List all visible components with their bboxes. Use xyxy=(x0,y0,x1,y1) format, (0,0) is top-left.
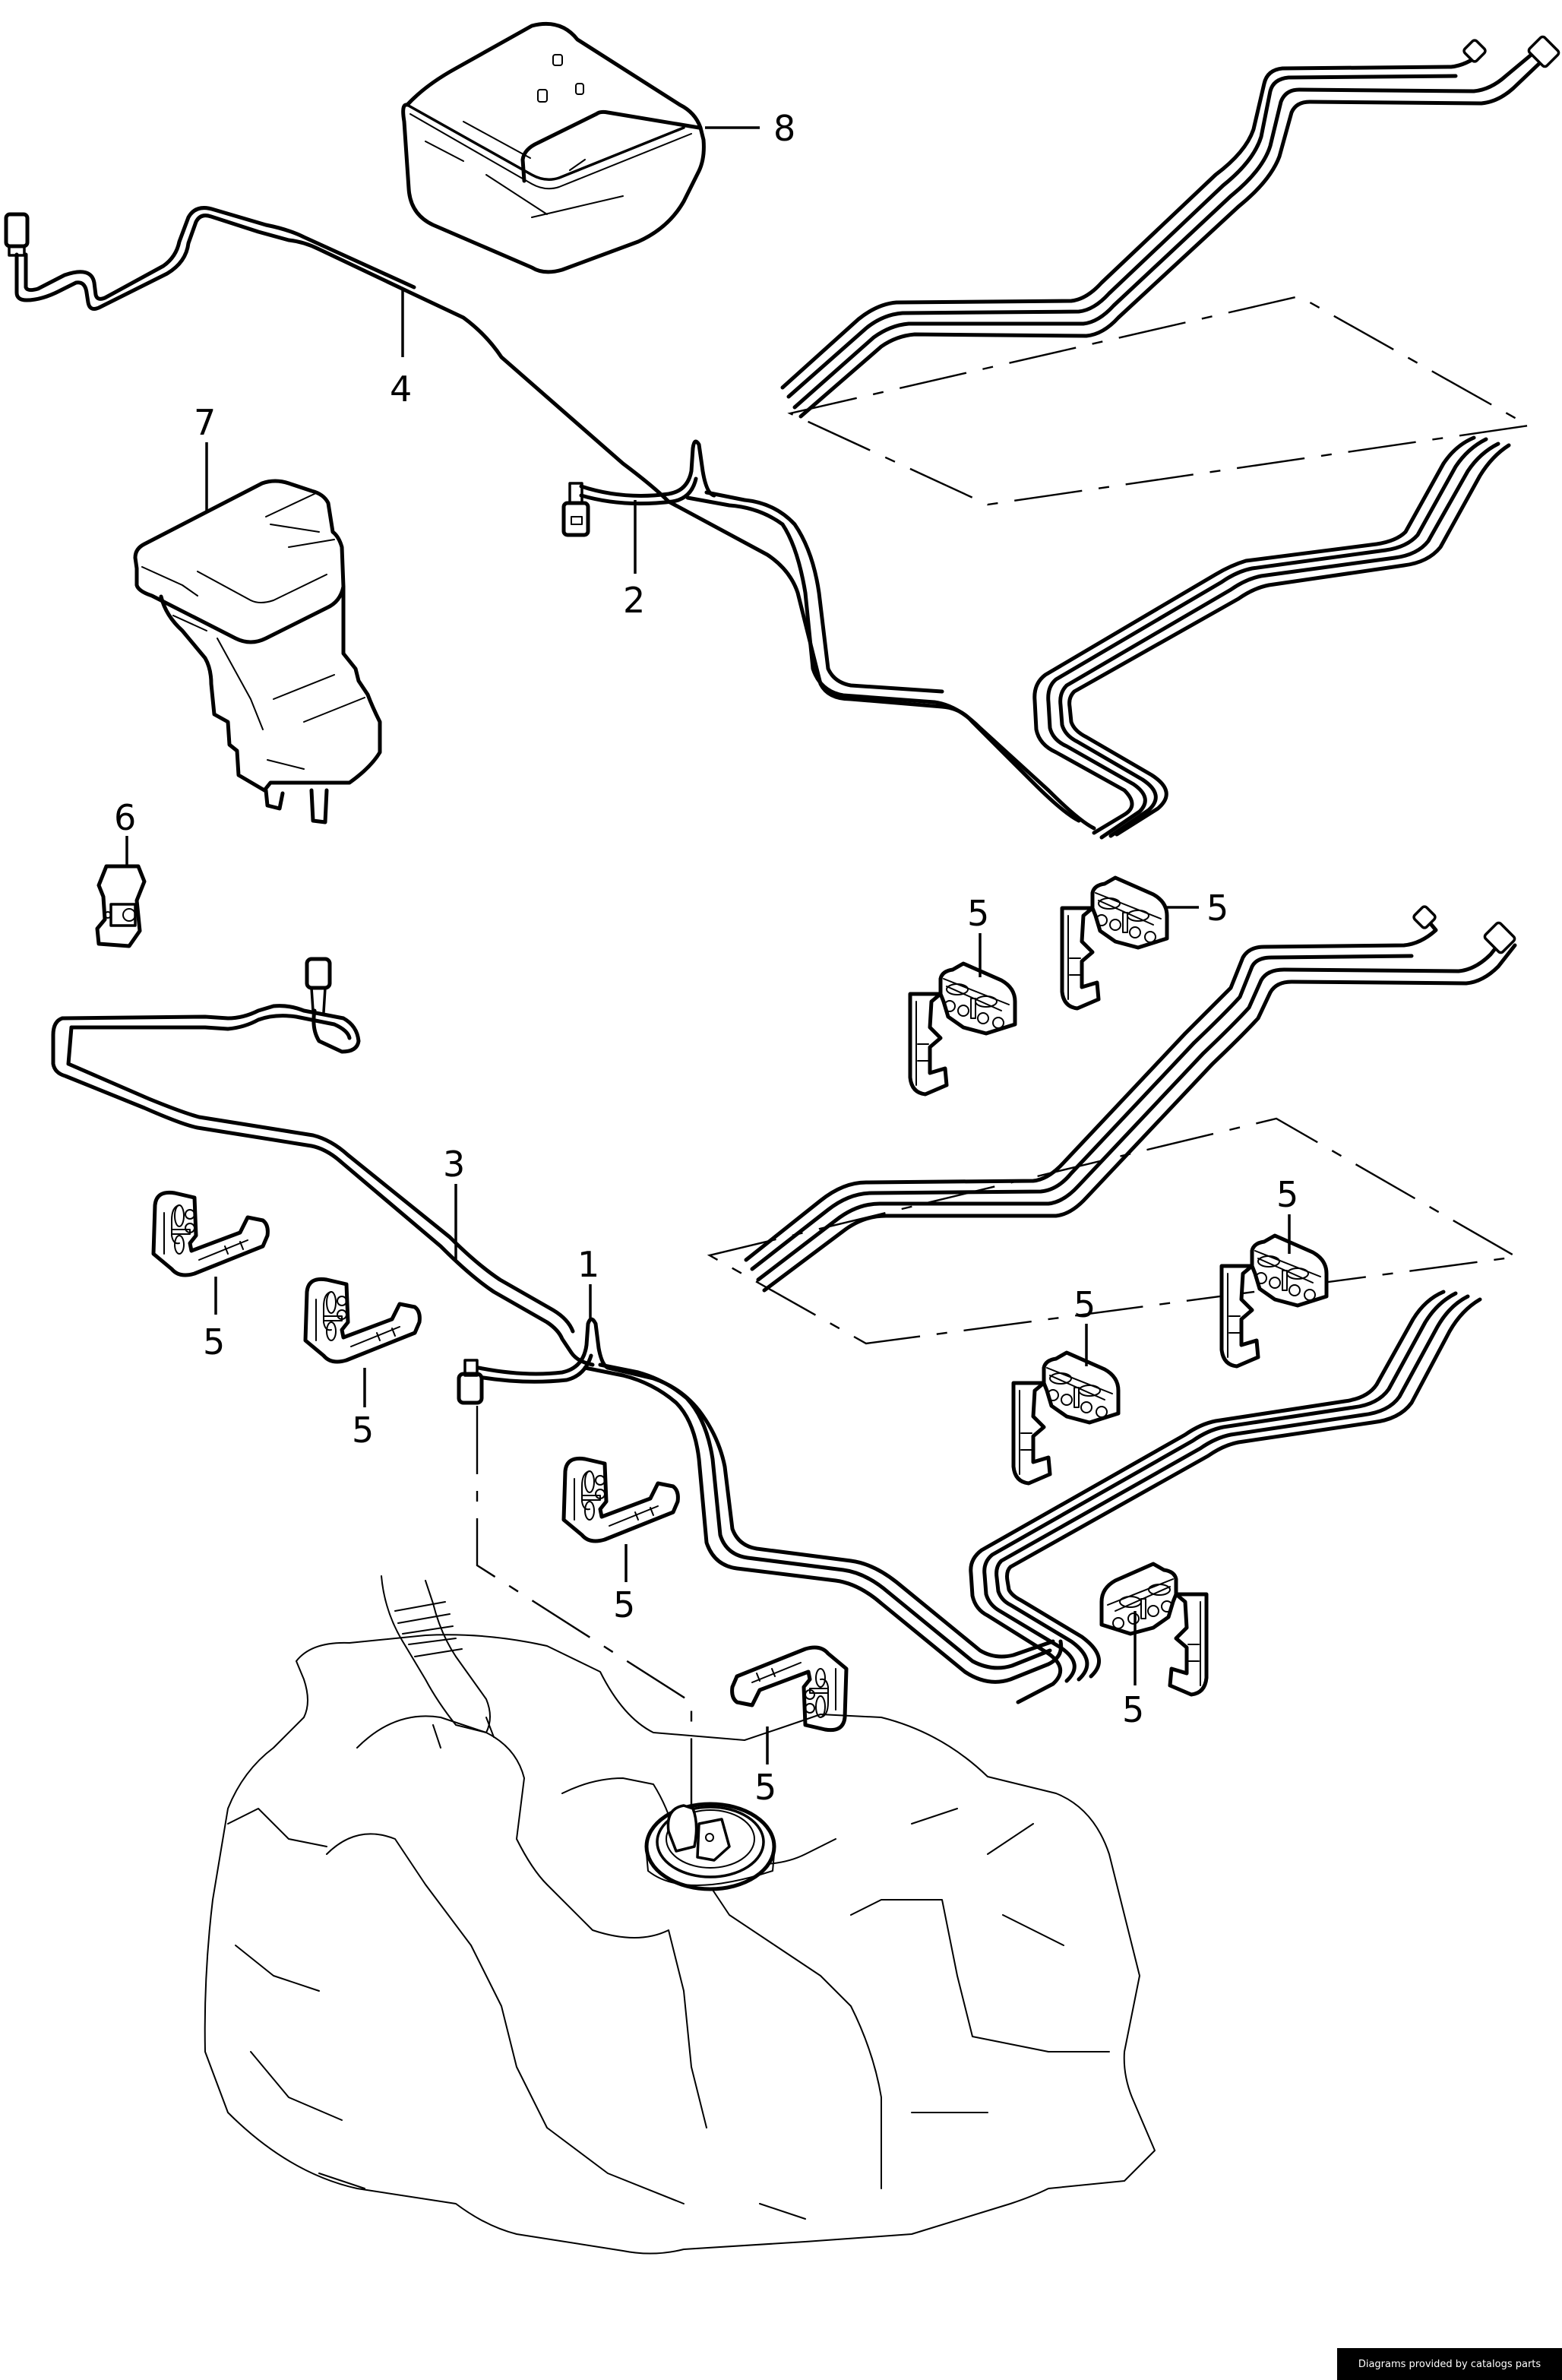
part-1-pipe[interactable] xyxy=(457,1317,1064,1684)
callout-5h[interactable]: 5 xyxy=(1073,1284,1096,1325)
part-4-pipe[interactable] xyxy=(4,206,1081,823)
callout-5c[interactable]: 5 xyxy=(203,1321,225,1362)
callout-5d[interactable]: 5 xyxy=(352,1410,374,1451)
callout-5e[interactable]: 5 xyxy=(613,1584,635,1625)
part-2-pipe[interactable] xyxy=(561,439,1096,831)
part-8-canister[interactable] xyxy=(401,21,706,274)
footer-credit: Diagrams provided by catalogs parts xyxy=(1337,2348,1562,2380)
callout-5f[interactable]: 5 xyxy=(754,1767,776,1808)
part-5-clip[interactable] xyxy=(1013,1353,1118,1483)
callout-1[interactable]: 1 xyxy=(577,1244,599,1285)
callout-3[interactable]: 3 xyxy=(443,1144,465,1185)
part-5-clip[interactable] xyxy=(732,1647,846,1730)
part-7-reservoir[interactable] xyxy=(133,479,382,824)
part-5-clip[interactable] xyxy=(564,1458,678,1541)
upper-lower-pipe-bundle[interactable] xyxy=(1032,435,1511,840)
part-5-clip[interactable] xyxy=(910,964,1015,1094)
part-6-clip[interactable] xyxy=(95,864,147,948)
fuel-tank[interactable] xyxy=(204,1575,1156,2255)
callout-5b[interactable]: 5 xyxy=(967,893,989,934)
callout-4[interactable]: 4 xyxy=(390,369,412,410)
upper-pipe-bundle[interactable] xyxy=(780,35,1560,419)
footer-credit-text: Diagrams provided by catalogs parts xyxy=(1358,2358,1541,2370)
callout-6[interactable]: 6 xyxy=(114,797,136,838)
part-5-clip[interactable] xyxy=(1102,1564,1206,1695)
callout-5a[interactable]: 5 xyxy=(1206,888,1228,929)
lower-lower-pipe-bundle[interactable] xyxy=(969,1290,1482,1704)
callout-5g[interactable]: 5 xyxy=(1276,1174,1298,1215)
callout-2[interactable]: 2 xyxy=(623,580,645,621)
part-3-pipe[interactable] xyxy=(51,957,595,1367)
upper-dash-outline xyxy=(787,295,1532,506)
callout-7[interactable]: 7 xyxy=(194,402,216,443)
part-5-clip[interactable] xyxy=(153,1192,267,1275)
part-5-clip[interactable] xyxy=(1062,878,1167,1008)
callout-5i[interactable]: 5 xyxy=(1122,1689,1144,1730)
callout-8[interactable]: 8 xyxy=(773,108,795,149)
part-5-clip[interactable] xyxy=(1222,1236,1326,1366)
lower-dash-outline xyxy=(707,1117,1519,1345)
part-5-clip[interactable] xyxy=(305,1279,419,1362)
sensor-alignment-line xyxy=(476,1406,693,1839)
lower-pipe-bundle[interactable] xyxy=(744,905,1517,1293)
